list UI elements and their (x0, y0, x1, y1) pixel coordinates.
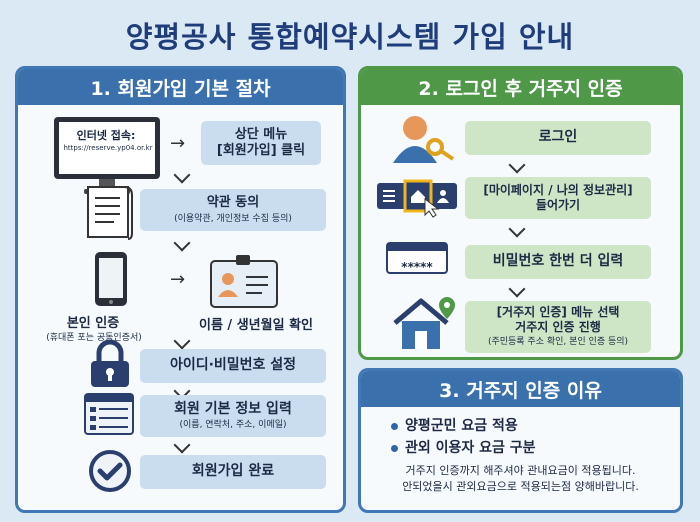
step-line: 거주지 인증 진행 (515, 320, 601, 335)
name-birth-confirm: 이름 / 생년월일 확인 (198, 318, 313, 333)
step-terms-agree: 약관 동의 (이용약관, 개인정보 수집 등의) (140, 189, 326, 231)
note-line: 안되었을시 관외요금으로 적용되는점 양해바랍니다. (402, 479, 639, 493)
padlock-icon (91, 339, 129, 387)
panel-header: 1. 회원가입 기본 절차 (18, 69, 343, 105)
step-main: 회원 기본 정보 입력 (174, 400, 292, 417)
check-circle-icon (89, 450, 131, 492)
identity-verify-label: 본인 인증 (66, 316, 120, 331)
step-member-info: 회원 기본 정보 입력 (이름, 연락처, 주소, 이메일) (140, 395, 326, 437)
user-key-icon (393, 116, 455, 163)
chevron-down-icon (173, 234, 191, 252)
password-field-icon (386, 242, 448, 274)
note-line: 거주지 인증까지 해주셔야 관내요금이 적용됩니다. (405, 464, 636, 477)
step-line: [거주지 인증] 메뉴 선택 (496, 305, 620, 320)
step-id-password: 아이디·비밀번호 설정 (140, 349, 326, 383)
form-icon (84, 393, 134, 435)
step-line: 들어가기 (535, 198, 581, 212)
panel-header: 3. 거주지 인증 이유 (361, 371, 680, 407)
step-sub: (이용약관, 개인정보 수집 등의) (174, 213, 292, 224)
reason-bullet: 양평군민 요금 적용 (391, 415, 518, 435)
step-line: [마이페이지 / 나의 정보관리] (483, 183, 633, 197)
monitor-url: https://reserve.yp04.or.kr (63, 144, 153, 152)
verification-reason-panel: 3. 거주지 인증 이유 양평군민 요금 적용 관외 이용자 요금 구분 거주지… (358, 368, 683, 513)
chevron-down-icon (173, 332, 191, 350)
step-sub: (이름, 연락처, 주소, 이메일) (179, 420, 287, 431)
id-card-icon (210, 255, 278, 308)
step-line: 상단 메뉴 (234, 126, 288, 142)
monitor-text: 인터넷 접속: (76, 129, 136, 142)
panel-header: 2. 로그인 후 거주지 인증 (361, 69, 680, 105)
step-mypage: [마이페이지 / 나의 정보관리] 들어가기 (465, 177, 651, 219)
document-icon (87, 186, 133, 240)
step-sub: (주민등록 주소 확인, 본인 인증 등의) (487, 337, 629, 348)
reason-note: 거주지 인증까지 해주셔야 관내요금이 적용됩니다. 안되었을시 관외요금으로 … (365, 463, 676, 495)
arrow-right-icon: → (170, 133, 186, 154)
chevron-down-icon (173, 166, 191, 184)
password-mask: ***** (401, 260, 433, 274)
signup-procedure-panel: 1. 회원가입 기본 절차 인터넷 접속: https://reserve.yp… (15, 66, 346, 513)
step-residence-menu: [거주지 인증] 메뉴 선택 거주지 인증 진행 (주민등록 주소 확인, 본인… (465, 301, 651, 353)
page-title: 양평공사 통합예약시스템 가입 안내 (125, 20, 575, 54)
reason-bullet: 관외 이용자 요금 구분 (391, 437, 536, 457)
menu-bar-icon (377, 179, 457, 218)
arrow-right-icon: → (170, 269, 186, 290)
residence-verification-panel: 2. 로그인 후 거주지 인증 로그인 [마이페이지 / 나의 정보관리] 들어… (358, 66, 683, 360)
chevron-down-icon (173, 436, 191, 454)
step-main: 약관 동의 (206, 195, 260, 211)
step-login: 로그인 (465, 121, 651, 155)
step-password-reenter: 비밀번호 한번 더 입력 (465, 245, 651, 279)
house-location-icon (393, 297, 455, 349)
step-signup-click: 상단 메뉴 [회원가입] 클릭 (201, 121, 321, 165)
step-line: [회원가입] 클릭 (216, 143, 306, 158)
chevron-down-icon (508, 156, 526, 174)
smartphone-icon (95, 252, 127, 306)
chevron-down-icon (508, 280, 526, 298)
step-signup-complete: 회원가입 완료 (140, 455, 326, 489)
chevron-down-icon (508, 220, 526, 238)
identity-verify-sub: (휴대폰 포는 공동인증서) (46, 333, 142, 343)
